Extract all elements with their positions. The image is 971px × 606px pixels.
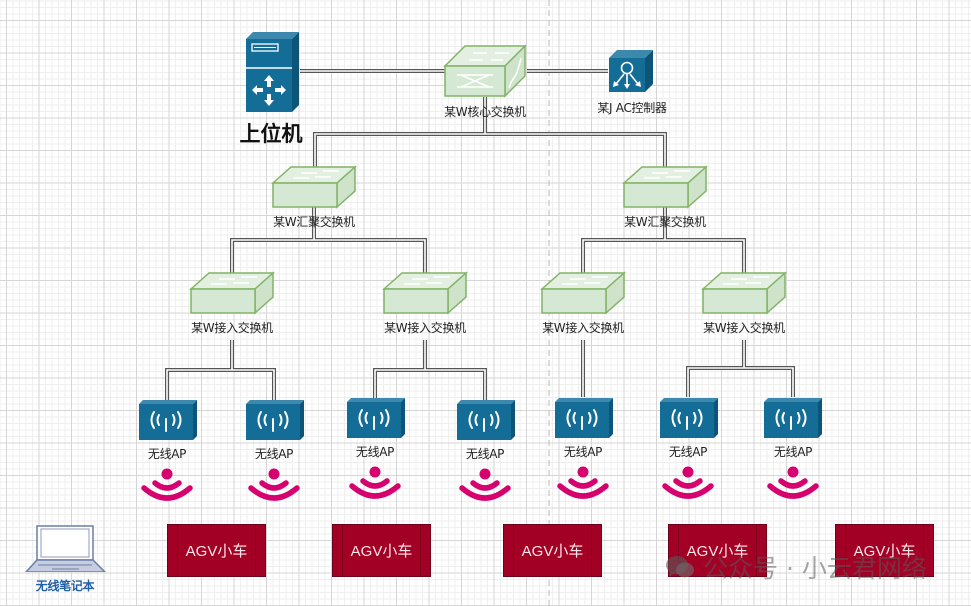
ap-label: 无线AP: [668, 445, 708, 459]
wifi-signal-icon: [557, 466, 609, 499]
wireless-laptop[interactable]: [24, 524, 108, 576]
wireless-ap[interactable]: [455, 398, 517, 446]
watermark: 公众号 · 小云君网络: [665, 549, 927, 585]
agv-vehicle[interactable]: AGV小车: [668, 524, 767, 577]
access-switch-label: 某W接入交换机: [384, 321, 466, 335]
agv-vehicle[interactable]: AGV小车: [167, 524, 266, 577]
wifi-signal-icon: [141, 468, 193, 501]
wireless-ap[interactable]: [553, 396, 615, 444]
access-switch-label: 某W接入交换机: [542, 321, 624, 335]
access-point-icon: [660, 398, 718, 438]
wireless-ap[interactable]: [137, 398, 199, 446]
link-access4-aps: [686, 340, 795, 397]
host-server[interactable]: [243, 31, 301, 117]
ap-label: 无线AP: [254, 447, 294, 461]
agv-vehicle[interactable]: AGV小车: [835, 524, 934, 577]
ap-label: 无线AP: [355, 445, 395, 459]
link-core-aggregation: [313, 97, 667, 170]
aggregation-switch-label: 某W汇聚交换机: [624, 215, 706, 229]
access-point-icon: [555, 398, 613, 438]
access-point-icon: [246, 400, 304, 440]
access-switch-3[interactable]: [540, 271, 626, 319]
wifi-signal-icon: [349, 466, 401, 499]
core-switch-label: 某W核心交换机: [444, 105, 526, 119]
wireless-ap[interactable]: [658, 396, 720, 444]
wifi-signal: [660, 464, 716, 504]
ap-label: 无线AP: [465, 447, 505, 461]
aggregation-switch-label: 某W汇聚交换机: [273, 215, 355, 229]
link-agg2-access: [581, 207, 746, 275]
agv-vehicle[interactable]: AGV小车: [332, 524, 431, 577]
ac-controller[interactable]: [607, 48, 655, 98]
wifi-signal: [457, 466, 513, 506]
laptop-label: 无线笔记本: [35, 579, 95, 593]
wifi-signal-icon: [248, 468, 300, 501]
wireless-ap[interactable]: [244, 398, 306, 446]
switch-icon: [382, 271, 468, 315]
wifi-signal-icon: [662, 466, 714, 499]
wifi-signal: [139, 466, 195, 506]
wireless-ap[interactable]: [345, 396, 407, 444]
switch-icon: [540, 271, 626, 315]
link-access1-aps: [165, 340, 276, 400]
watermark-text: 公众号 · 小云君网络: [703, 554, 927, 583]
server-icon: [246, 32, 299, 112]
core-switch-icon: [443, 44, 527, 98]
access-point-icon: [347, 398, 405, 438]
wifi-signal-icon: [459, 468, 511, 501]
wifi-signal: [555, 464, 611, 504]
link-agg1-access: [230, 207, 427, 275]
ap-label: 无线AP: [773, 445, 813, 459]
switch-icon: [189, 271, 275, 315]
wifi-signal: [347, 464, 403, 504]
switch-icon: [622, 165, 708, 209]
host-label: 上位机: [239, 122, 303, 146]
wechat-icon: [666, 556, 694, 578]
wireless-ap[interactable]: [762, 396, 824, 444]
aggregation-switch-2[interactable]: [622, 165, 708, 213]
switch-icon: [701, 271, 787, 315]
access-switch-label: 某W接入交换机: [703, 321, 785, 335]
access-switch-4[interactable]: [701, 271, 787, 319]
ac-controller-icon: [609, 50, 653, 92]
wifi-signal-icon: [767, 466, 819, 499]
access-point-icon: [139, 400, 197, 440]
access-switch-label: 某W接入交换机: [191, 321, 273, 335]
laptop-icon: [24, 525, 107, 573]
access-point-icon: [764, 398, 822, 438]
agv-vehicle[interactable]: AGV小车: [503, 524, 602, 577]
aggregation-switch-1[interactable]: [271, 165, 357, 213]
ac-controller-label: 某J AC控制器: [597, 101, 667, 115]
wifi-signal: [246, 466, 302, 506]
wifi-signal: [765, 464, 821, 504]
access-point-icon: [457, 400, 515, 440]
ap-label: 无线AP: [563, 445, 603, 459]
access-switch-1[interactable]: [189, 271, 275, 319]
switch-icon: [271, 165, 357, 209]
core-switch[interactable]: [443, 44, 527, 102]
ap-label: 无线AP: [147, 447, 187, 461]
access-switch-2[interactable]: [382, 271, 468, 319]
link-access2-aps: [373, 340, 487, 400]
